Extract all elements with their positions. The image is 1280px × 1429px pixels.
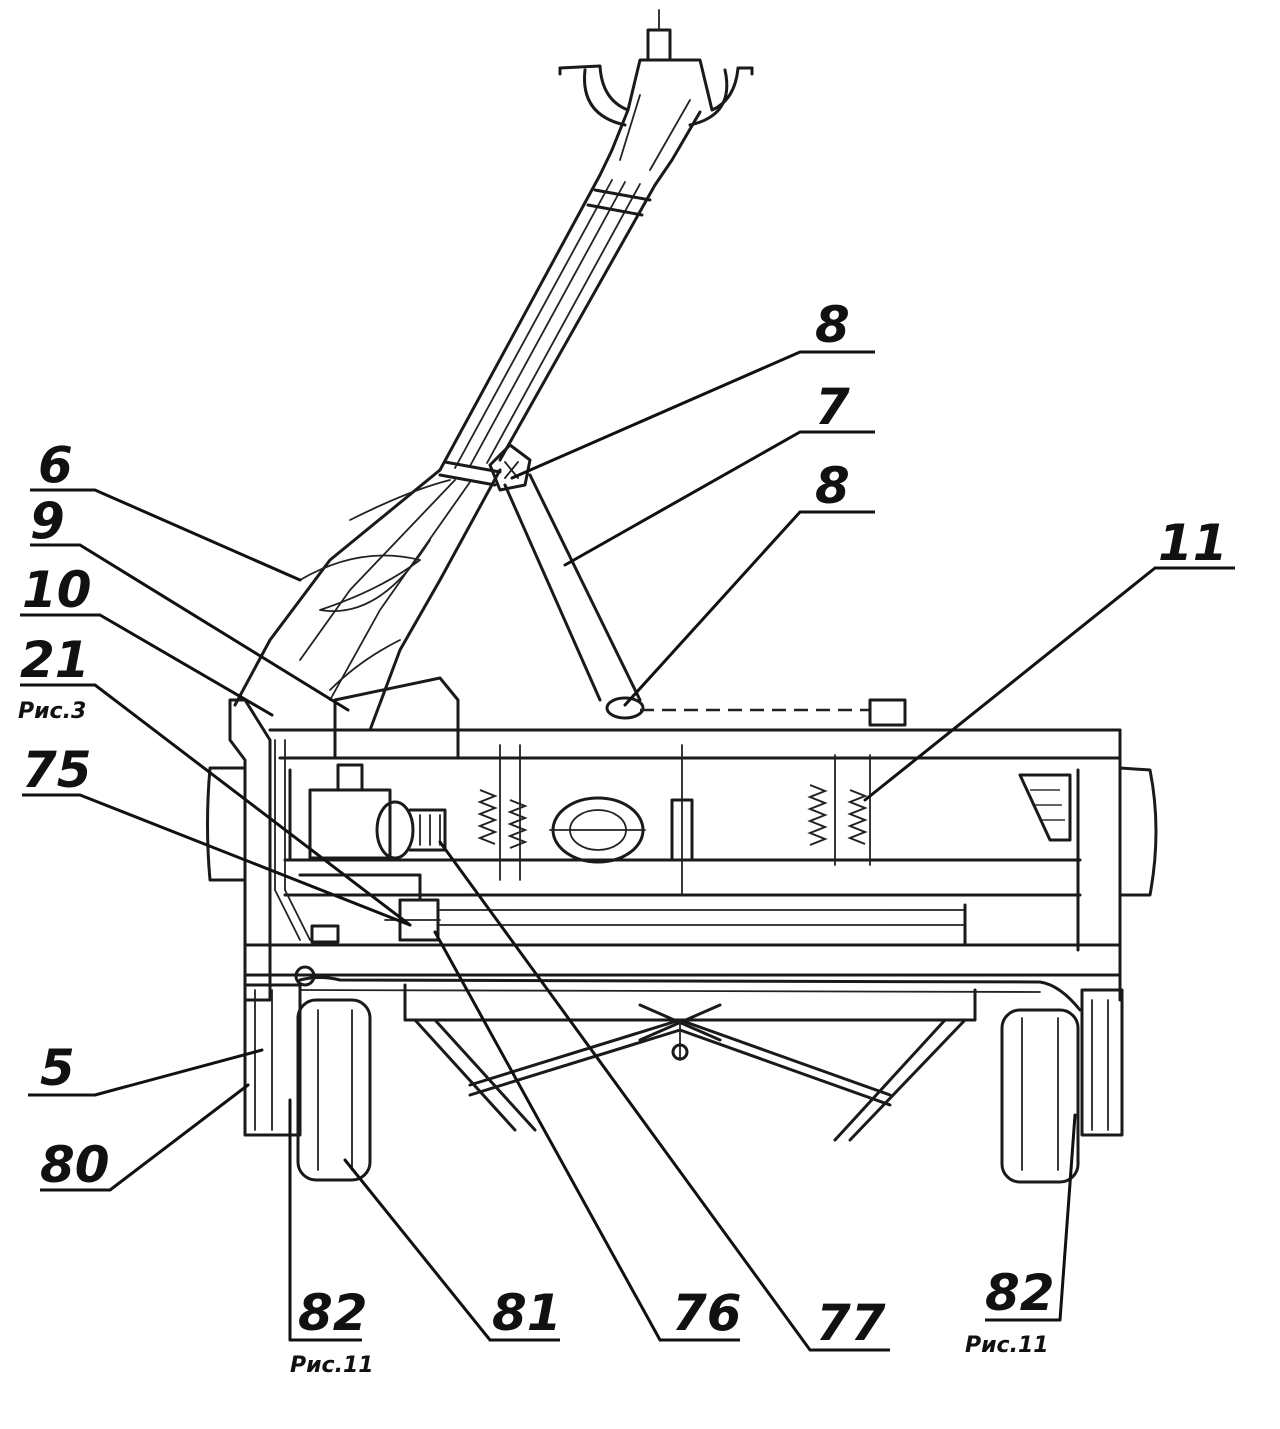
callout-82-left: 82 <box>298 1284 368 1342</box>
center-axle-housing <box>549 744 694 896</box>
callout-82-left-ref: Рис.11 <box>290 1353 374 1378</box>
trailer-frame <box>206 676 1158 1002</box>
leader-lines <box>20 350 1235 1352</box>
callout-75: 75 <box>22 741 92 799</box>
callout-21-ref: Рис.3 <box>18 699 86 724</box>
callout-labels: 6 9 10 21 Рис.3 75 5 80 8 7 8 11 82 Рис.… <box>18 296 1228 1378</box>
right-wheel <box>1000 988 1124 1184</box>
callout-82-right: 82 <box>985 1264 1055 1322</box>
callout-8-mid: 8 <box>815 457 850 515</box>
callout-9: 9 <box>30 492 65 550</box>
support-strut <box>503 473 645 720</box>
callout-81: 81 <box>492 1284 562 1342</box>
hydraulic-unit <box>308 763 447 860</box>
axle-brace <box>403 983 977 1142</box>
callout-82-right-ref: Рис.11 <box>965 1333 1049 1358</box>
left-wheel <box>243 965 372 1182</box>
drawbar-assembly <box>233 9 754 732</box>
callout-76: 76 <box>672 1284 742 1342</box>
callout-77: 77 <box>816 1294 886 1352</box>
callout-10: 10 <box>22 561 92 619</box>
callout-8-top: 8 <box>815 296 850 354</box>
suspension-springs <box>477 744 871 881</box>
callout-5: 5 <box>40 1039 75 1097</box>
callout-7: 7 <box>815 378 850 436</box>
callout-80: 80 <box>40 1136 110 1194</box>
callout-6: 6 <box>38 436 73 494</box>
callout-11: 11 <box>1158 514 1228 572</box>
callout-21: 21 <box>20 631 90 689</box>
